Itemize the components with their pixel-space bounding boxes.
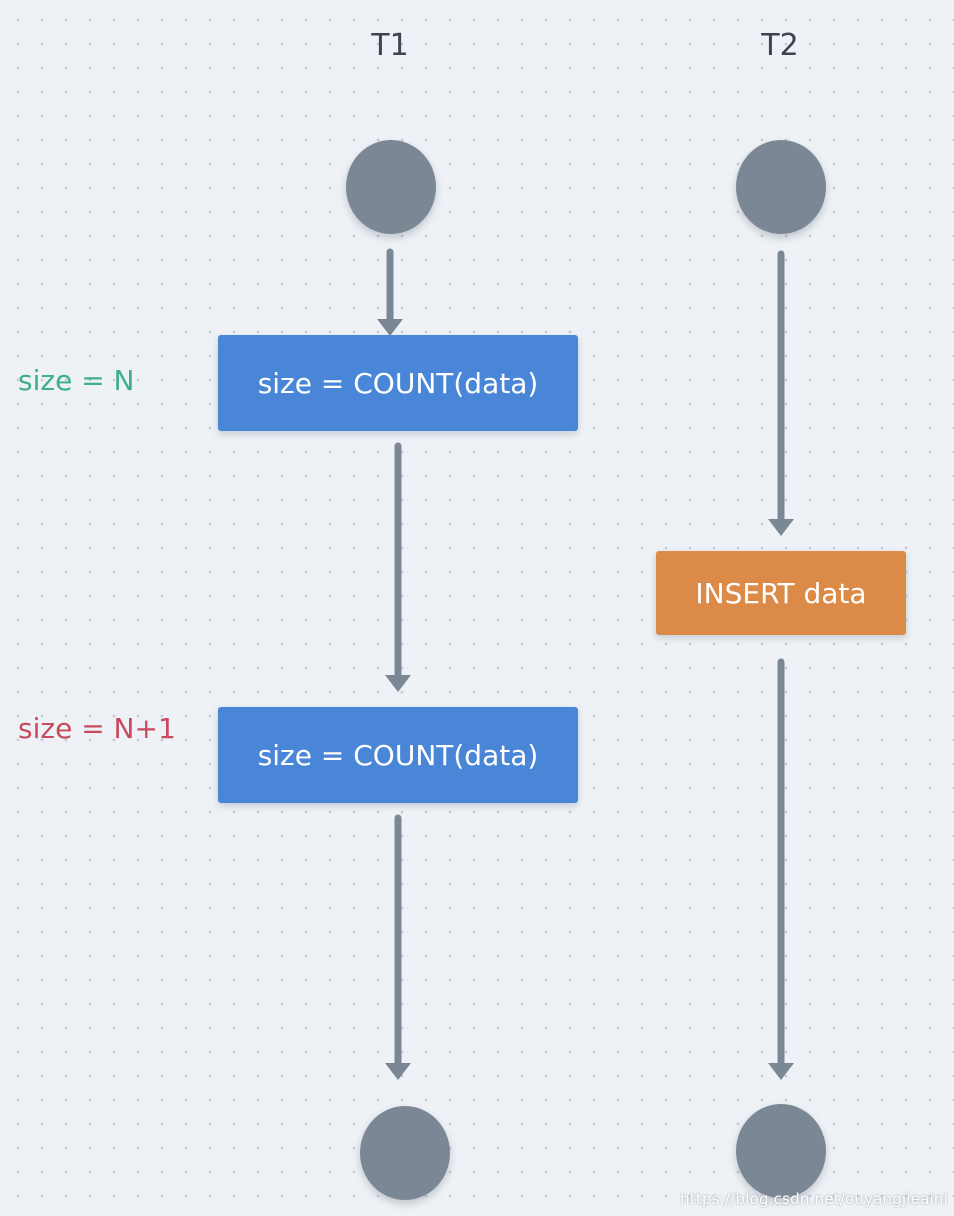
count-box-2-label: size = COUNT(data) <box>257 738 539 772</box>
arrowhead <box>768 519 794 536</box>
insert-box-label: INSERT data <box>695 576 867 610</box>
t2-end-node <box>736 1104 826 1198</box>
column-title-t2: T2 <box>761 28 799 63</box>
watermark: https://blog.csdn.net/ouyangjieaini <box>680 1190 948 1208</box>
count-box-1: size = COUNT(data) <box>218 335 578 431</box>
t1-start-node <box>346 140 436 234</box>
insert-box: INSERT data <box>656 551 906 635</box>
arrowhead <box>377 319 403 336</box>
arrowhead <box>385 1063 411 1080</box>
column-title-t1: T1 <box>371 28 409 63</box>
count-box-1-label: size = COUNT(data) <box>257 366 539 400</box>
t1-end-node <box>360 1106 450 1200</box>
count-box-2: size = COUNT(data) <box>218 707 578 803</box>
t2-start-node <box>736 140 826 234</box>
side-label-size-n-plus-1: size = N+1 <box>18 712 176 745</box>
arrowhead <box>385 675 411 692</box>
side-label-size-n: size = N <box>18 364 135 397</box>
arrowhead <box>768 1063 794 1080</box>
